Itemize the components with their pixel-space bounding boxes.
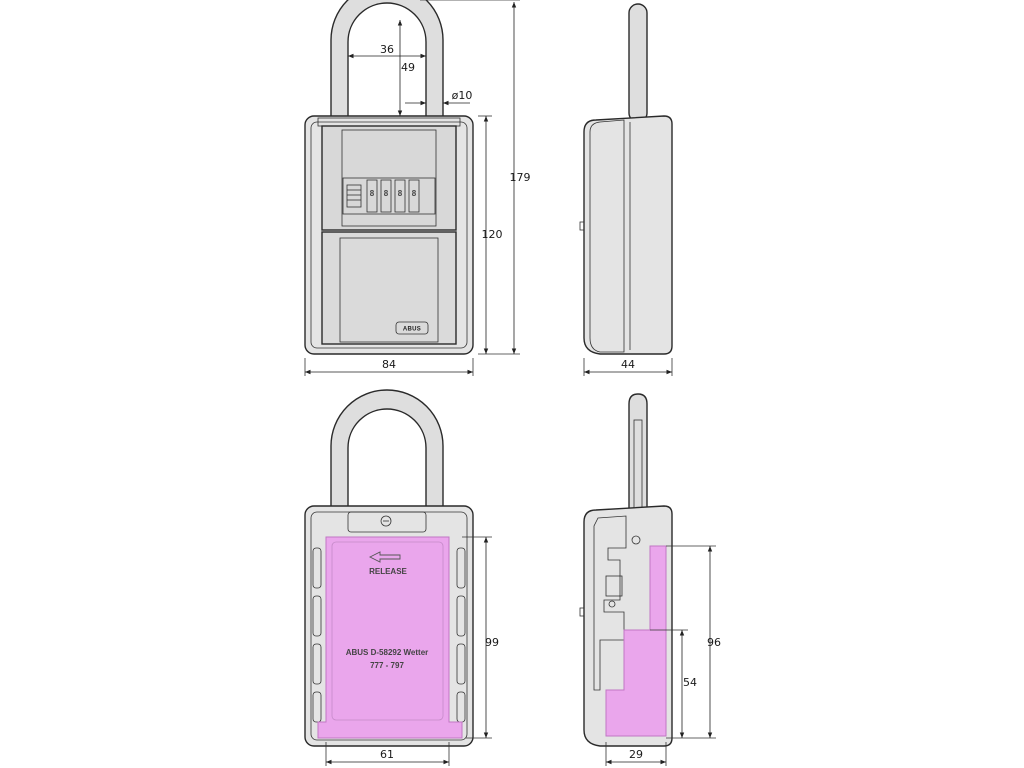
dial-window [342, 177, 436, 215]
cavity-inner-edge [331, 541, 444, 721]
front-shackle [330, 0, 444, 123]
dial-housing [341, 129, 437, 227]
svg-text:8: 8 [384, 189, 389, 198]
code-label: 777 - 797 [370, 661, 404, 670]
section-cavity [605, 545, 667, 737]
side-shackle [628, 3, 648, 123]
front-lower-door-inner [339, 237, 439, 343]
svg-text:8: 8 [412, 189, 417, 198]
section-pivot [608, 600, 616, 608]
release-slider [346, 184, 362, 208]
svg-text:8: 8 [370, 189, 375, 198]
dim-inner-height: 99 [485, 636, 499, 649]
dim-body-width: 84 [382, 358, 396, 371]
front-view: 8 8 8 8 ABUS [304, 0, 474, 355]
side-dimensions: 44 [583, 358, 673, 376]
svg-text:8: 8 [398, 189, 403, 198]
section-mech-block [605, 575, 623, 597]
locking-bar [347, 511, 427, 533]
release-label: RELEASE [369, 567, 407, 576]
section-hinge [579, 607, 585, 617]
dim-inner-side-depth: 29 [629, 748, 643, 761]
front-dimensions: 36 49 ø10 179 120 84 [304, 0, 531, 376]
side-view [579, 3, 673, 355]
open-front-dimensions: 99 61 [325, 536, 499, 766]
open-front-view: RELEASE ABUS D-58292 Wetter 777 - 797 [304, 389, 474, 747]
locking-screw [380, 515, 392, 527]
dim-shackle-inner-width: 36 [380, 43, 394, 56]
side-body [583, 115, 673, 355]
dim-total-height: 179 [510, 171, 531, 184]
dim-shackle-inner-height: 49 [401, 61, 415, 74]
key-cavity [317, 536, 463, 739]
release-arrow [368, 551, 401, 563]
combination-wheels: 8 8 8 8 [366, 179, 420, 213]
section-shackle [628, 393, 648, 533]
section-mechanism [593, 515, 627, 691]
dim-inner-side-lower: 54 [683, 676, 697, 689]
dim-inner-width: 61 [380, 748, 394, 761]
side-front-face [589, 119, 625, 353]
brand-badge-text: ABUS [403, 327, 421, 333]
section-dimensions: 96 54 29 [605, 545, 721, 766]
side-hinge [579, 221, 585, 231]
section-view [579, 393, 673, 747]
dim-inner-side-height: 96 [707, 636, 721, 649]
dim-shackle-diameter: ø10 [452, 89, 473, 102]
front-body-rim [310, 121, 468, 349]
section-screw [631, 535, 641, 545]
dim-body-height: 120 [482, 228, 503, 241]
brand-badge [395, 321, 429, 335]
address-label: ABUS D-58292 Wetter [346, 648, 429, 657]
dim-side-depth: 44 [621, 358, 635, 371]
left-slot-column [312, 547, 322, 723]
front-lower-door [321, 231, 457, 345]
